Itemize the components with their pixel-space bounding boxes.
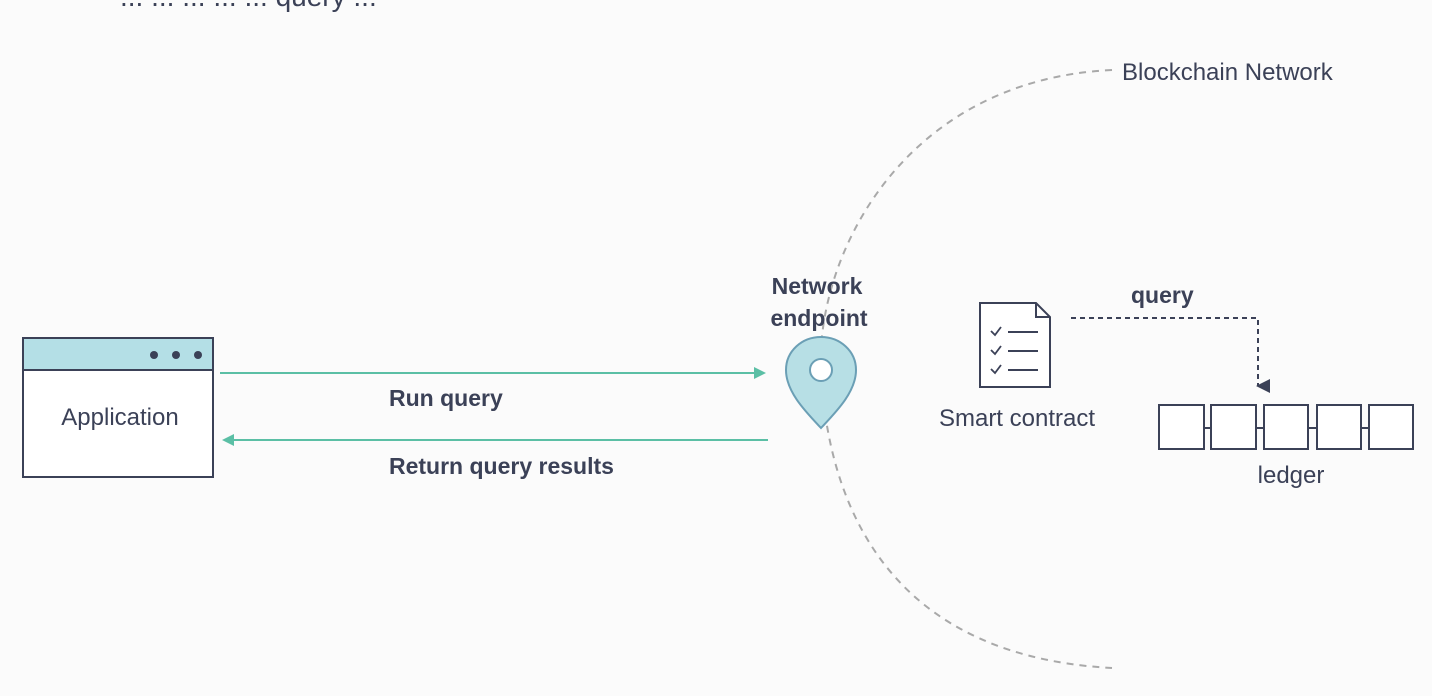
return-results-label: Return query results — [389, 453, 614, 479]
endpoint-label-line2: endpoint — [770, 305, 867, 331]
smart-contract-label: Smart contract — [939, 405, 1095, 432]
ledger-chain[interactable] — [1158, 404, 1414, 450]
query-label: query — [1131, 282, 1194, 308]
application-window[interactable]: Application — [22, 337, 214, 478]
ledger-block — [1158, 404, 1205, 450]
run-query-label: Run query — [389, 385, 503, 411]
ledger-block — [1210, 404, 1257, 450]
window-title-bar — [22, 337, 214, 371]
blockchain-network-label: Blockchain Network — [1122, 59, 1334, 86]
header-text: ... ... ... ... ... query ... — [120, 0, 377, 12]
map-pin-icon[interactable] — [784, 335, 858, 430]
document-checklist-icon[interactable] — [979, 302, 1051, 388]
ledger-block — [1316, 404, 1362, 450]
ledger-block — [1263, 404, 1309, 450]
application-label: Application — [61, 404, 178, 431]
ledger-block — [1368, 404, 1414, 450]
endpoint-label-line1: Network — [772, 273, 863, 299]
ellipsis-icon — [150, 351, 202, 359]
ledger-label: ledger — [1258, 462, 1325, 489]
query-arrow — [1071, 317, 1270, 393]
network-boundary-arc — [819, 69, 1113, 669]
